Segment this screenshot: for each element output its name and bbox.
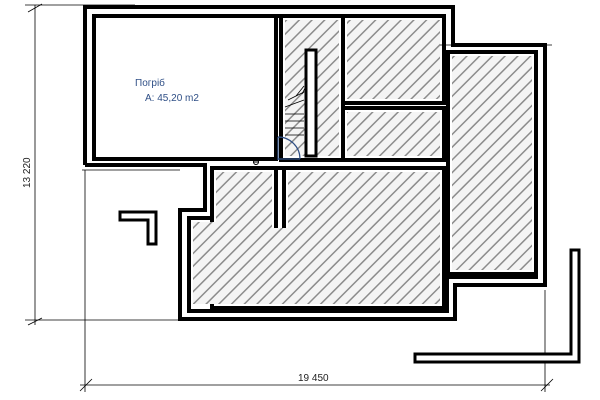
door-swing	[277, 136, 301, 160]
cellar-room-walls	[92, 14, 278, 161]
stair-block-walls	[279, 14, 345, 162]
hatch-room-top-right	[347, 20, 440, 99]
room-name-label: Погріб	[135, 77, 165, 89]
floor-drain-symbol	[253, 159, 259, 165]
room-area-label: А: 45,20 m2	[145, 93, 199, 104]
stair-steps	[284, 85, 307, 136]
walls	[83, 5, 547, 321]
hatch-lower-hall	[193, 172, 440, 304]
stair-walls	[304, 48, 318, 158]
hatch-east-wing	[452, 56, 532, 270]
hatch-room-mid-right	[347, 112, 440, 156]
hatched-areas	[193, 20, 532, 304]
east-wing-walls	[446, 50, 538, 276]
hatch-stair-block	[285, 20, 339, 156]
wall-fragments	[118, 210, 581, 364]
width-dimension-label: 19 450	[298, 373, 329, 384]
height-dimension-label: 13 220	[22, 157, 33, 188]
outer-wall-outer-edge	[83, 5, 547, 321]
